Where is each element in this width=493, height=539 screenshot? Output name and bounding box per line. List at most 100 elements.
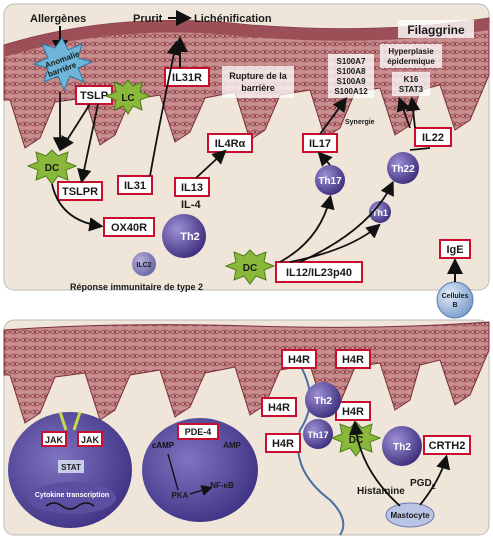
k16-stat3-label: K16 STAT3 — [392, 72, 430, 96]
svg-text:IL12/IL23p40: IL12/IL23p40 — [286, 267, 352, 279]
dc-cell-bottom: DC — [330, 421, 382, 457]
h4r-box-5: H4R — [265, 433, 301, 453]
svg-text:Hyperplasie: Hyperplasie — [388, 47, 434, 56]
svg-text:K16: K16 — [404, 75, 419, 84]
il22-box: IL22 — [414, 127, 452, 147]
synergie-label: Synergie — [345, 119, 375, 126]
ox40r-box: OX40R — [103, 217, 155, 237]
svg-text:S100A7: S100A7 — [337, 57, 366, 66]
il31-box: IL31 — [117, 175, 153, 195]
svg-text:IL13: IL13 — [181, 182, 203, 194]
th22-cell: Th22 — [387, 152, 419, 184]
svg-text:TSLP: TSLP — [80, 90, 108, 102]
lichenification-label: Lichénification — [194, 13, 272, 25]
filaggrine-label: Filaggrine — [398, 20, 474, 38]
svg-text:IL31: IL31 — [124, 180, 146, 192]
reponse-type2-label: Réponse immunitaire de type 2 — [70, 282, 203, 292]
svg-text:NF-κB: NF-κB — [210, 481, 234, 490]
svg-text:DC: DC — [45, 163, 59, 174]
svg-text:H4R: H4R — [268, 402, 290, 414]
th2-cell-bottom-1: Th2 — [305, 382, 341, 418]
svg-text:H4R: H4R — [288, 354, 310, 366]
svg-text:OX40R: OX40R — [111, 222, 147, 234]
svg-text:Th17: Th17 — [307, 430, 328, 440]
svg-text:Th2: Th2 — [393, 442, 411, 453]
ilc2-cell: ILC2 — [132, 252, 156, 276]
h4r-box-1: H4R — [281, 349, 317, 369]
svg-text:H4R: H4R — [342, 406, 364, 418]
svg-text:S100A12: S100A12 — [334, 87, 368, 96]
svg-text:CRTH2: CRTH2 — [429, 440, 466, 452]
th2-cell-top: Th2 — [162, 214, 206, 258]
svg-text:IL22: IL22 — [422, 132, 444, 144]
crth2-box: CRTH2 — [423, 435, 471, 455]
ige-box: IgE — [439, 239, 471, 259]
stratum-corneum — [4, 18, 489, 57]
jak-stat-cell: JAK JAK STAT Cytokine transcription — [8, 411, 132, 528]
h4r-box-4: H4R — [335, 401, 371, 421]
th17-cell-bottom: Th17 — [303, 419, 333, 449]
svg-text:Rupture de la: Rupture de la — [229, 71, 288, 81]
svg-text:Th2: Th2 — [314, 396, 332, 407]
svg-text:S100A8: S100A8 — [337, 67, 366, 76]
epidermis-bottom — [3, 321, 490, 424]
bottom-arrows — [349, 420, 451, 507]
svg-text:Th1: Th1 — [372, 208, 388, 218]
il17-box: IL17 — [302, 133, 338, 153]
dc-cell-middle: DC — [224, 249, 276, 285]
svg-text:épidermique: épidermique — [387, 57, 435, 66]
svg-text:STAT: STAT — [61, 463, 81, 472]
il13-box: IL13 — [174, 177, 210, 197]
top-arrows — [51, 40, 431, 263]
th2-cell-bottom-2: Th2 — [382, 426, 422, 466]
svg-text:ILC2: ILC2 — [136, 262, 151, 269]
h4r-box-3: H4R — [261, 397, 297, 417]
svg-text:H4R: H4R — [342, 354, 364, 366]
svg-text:Filaggrine: Filaggrine — [407, 23, 465, 37]
svg-text:Cytokine transcription: Cytokine transcription — [35, 492, 109, 499]
svg-text:LC: LC — [121, 93, 134, 104]
svg-text:PDE-4: PDE-4 — [185, 427, 212, 437]
svg-text:DC: DC — [349, 435, 363, 446]
svg-text:DC: DC — [243, 263, 257, 274]
svg-text:Mastocyte: Mastocyte — [390, 511, 430, 520]
rupture-label: Rupture de la barrière — [222, 66, 294, 98]
il31r-box: IL31R — [164, 67, 210, 87]
svg-text:IgE: IgE — [446, 244, 463, 256]
svg-text:S100A9: S100A9 — [337, 77, 366, 86]
hyperplasie-label: Hyperplasie épidermique — [380, 44, 442, 68]
mastocyte: Mastocyte — [385, 502, 435, 528]
svg-text:IL17: IL17 — [309, 138, 331, 150]
svg-text:barrière: barrière — [241, 83, 275, 93]
anomalie-barriere-burst: Anomalie barrière — [32, 37, 94, 92]
histamine-label: Histamine — [357, 486, 405, 497]
svg-text:Th17: Th17 — [318, 176, 342, 187]
svg-text:IL31R: IL31R — [172, 72, 202, 84]
pde4-cell: PDE-4 cAMP AMP PKA NF-κB — [142, 418, 258, 522]
svg-text:IL4Rα: IL4Rα — [215, 138, 246, 150]
tslp-box: TSLP — [75, 85, 113, 105]
svg-text:Th22: Th22 — [391, 164, 415, 175]
svg-text:JAK: JAK — [81, 435, 100, 445]
svg-text:Th2: Th2 — [180, 231, 200, 243]
il12-il23p40-box: IL12/IL23p40 — [275, 261, 363, 283]
svg-text:TSLPR: TSLPR — [62, 186, 98, 198]
svg-text:STAT3: STAT3 — [399, 85, 424, 94]
svg-text:cAMP: cAMP — [152, 441, 175, 450]
cellules-b: Cellules B — [436, 281, 474, 319]
svg-text:JAK: JAK — [45, 435, 64, 445]
lc-cell: LC — [104, 79, 152, 115]
th1-cell: Th1 — [369, 201, 391, 223]
svg-text:Cellules: Cellules — [442, 293, 469, 300]
svg-text:B: B — [452, 302, 457, 309]
svg-text:AMP: AMP — [223, 441, 241, 450]
il4-label: IL-4 — [181, 199, 201, 211]
prurit-label: Prurit — [133, 13, 163, 25]
h4r-box-2: H4R — [335, 349, 371, 369]
s100-list: S100A7 S100A8 S100A9 S100A12 — [328, 54, 374, 98]
pgd2-label: PGD2 — [410, 478, 436, 491]
allergenes-label: Allergènes — [30, 13, 86, 25]
svg-text:PKA: PKA — [172, 491, 189, 500]
